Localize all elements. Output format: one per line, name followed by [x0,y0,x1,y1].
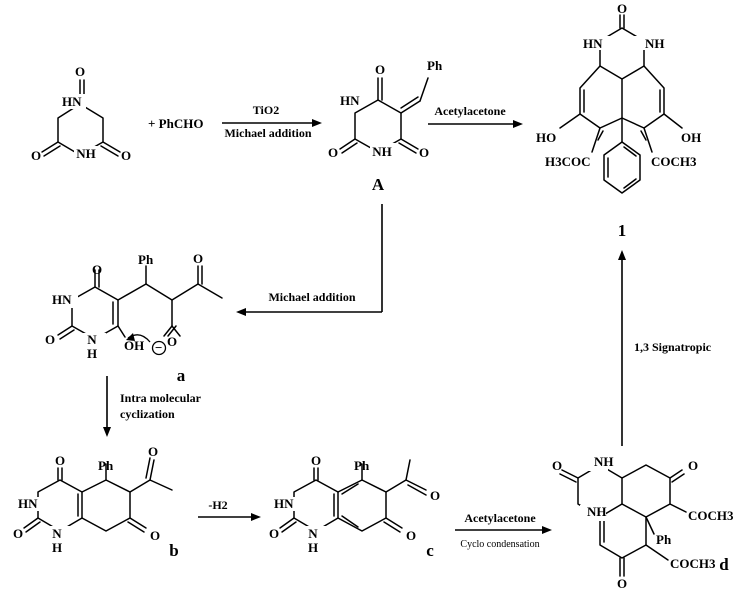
condition-tio2: TiO2 [253,103,279,117]
condition-minus-h2: -H2 [208,498,227,512]
atom-hn: HN [274,496,294,511]
atom-nh: NH [645,36,665,51]
compound-label-a: A [372,175,385,194]
arrowhead [312,119,322,127]
condition-signatropic: 1,3 Signatropic [634,340,712,354]
atom-coch3: COCH3 [688,508,734,523]
arrowhead [618,250,626,260]
atom-o: O [328,145,338,160]
atom-ph: Ph [427,58,443,73]
compound-label-c: c [426,541,434,560]
atom-o: O [121,148,131,163]
atom-o: O [75,64,85,79]
atom-ph: Ph [138,252,154,267]
condition-acetylacetone: Acetylacetone [464,511,536,525]
atom-oh: OH [124,338,144,353]
atom-o: O [167,334,177,349]
atom-o: O [55,453,65,468]
product-1-structure: O HN NH HO OH H3COC COCH3 [536,1,701,194]
atom-o: O [150,528,160,543]
atom-n: N [308,526,318,541]
condition-cyclization: cyclization [120,407,175,421]
arrowhead [513,120,523,128]
atom-hn: HN [52,292,72,307]
compound-label-b: b [169,541,178,560]
atom-hn: HN [62,94,82,109]
arrowhead [236,308,246,316]
condition-cyclo-condensation: Cyclo condensation [460,539,539,550]
atom-nh: NH [76,146,96,161]
condition-michael-addition: Michael addition [224,126,311,140]
atom-o: O [269,526,279,541]
atom-h: H [52,540,62,555]
condition-intra-molecular: Intra molecular [120,391,202,405]
atom-o: O [311,453,321,468]
atom-o: O [617,1,627,16]
arrowhead [251,513,261,521]
condition-michael-addition: Michael addition [268,290,355,304]
compound-a-structure: O HN NH O O Ph [328,58,443,160]
atom-h: H [87,346,97,361]
atom-o: O [92,262,102,277]
barbituric-acid-structure: O HN NH O O [31,64,131,163]
condition-acetylacetone: Acetylacetone [434,104,506,118]
arrowhead [126,333,135,341]
atom-o: O [617,576,627,591]
atom-ph: Ph [354,458,370,473]
atom-nh: NH [587,504,607,519]
atom-nh: NH [594,454,614,469]
atom-nh: NH [372,144,392,159]
atom-coch3: COCH3 [651,154,697,169]
atom-coch3: COCH3 [670,556,716,571]
reagent-plus-phcho: + PhCHO [148,116,203,131]
atom-n: N [87,332,97,347]
atom-oh: OH [681,130,701,145]
intermediate-b-structure: O Ph O HN N H O O [12,444,173,555]
atom-hn: HN [18,496,38,511]
intermediate-d-structure: NH O NH O COCH3 Ph O COCH3 [552,454,734,591]
atom-o: O [148,444,158,459]
atom-h3coc: H3COC [545,154,591,169]
atom-o: O [375,62,385,77]
atom-o: O [13,526,23,541]
intermediate-c-structure: O Ph O HN N H O O [268,453,440,555]
atom-hn: HN [583,36,603,51]
atom-o: O [31,148,41,163]
atom-o: O [552,458,562,473]
atom-o: O [45,332,55,347]
atom-n: N [52,526,62,541]
arrowhead [103,427,111,437]
compound-label-a-small: a [177,366,186,385]
atom-o: O [419,145,429,160]
atom-ph: Ph [98,458,114,473]
compound-label-1: 1 [618,221,627,240]
arrowhead [542,526,552,534]
atom-o: O [193,251,203,266]
atom-o: O [688,458,698,473]
atom-o: O [430,488,440,503]
atom-minus: − [155,340,162,355]
compound-label-d: d [719,555,729,574]
intermediate-a-structure: O HN N H O OH Ph O O − [45,251,223,361]
atom-h: H [308,540,318,555]
atom-ph: Ph [656,532,672,547]
atom-o: O [406,528,416,543]
atom-ho: HO [536,130,556,145]
atom-hn: HN [340,93,360,108]
negative-charge-icon [151,340,167,356]
